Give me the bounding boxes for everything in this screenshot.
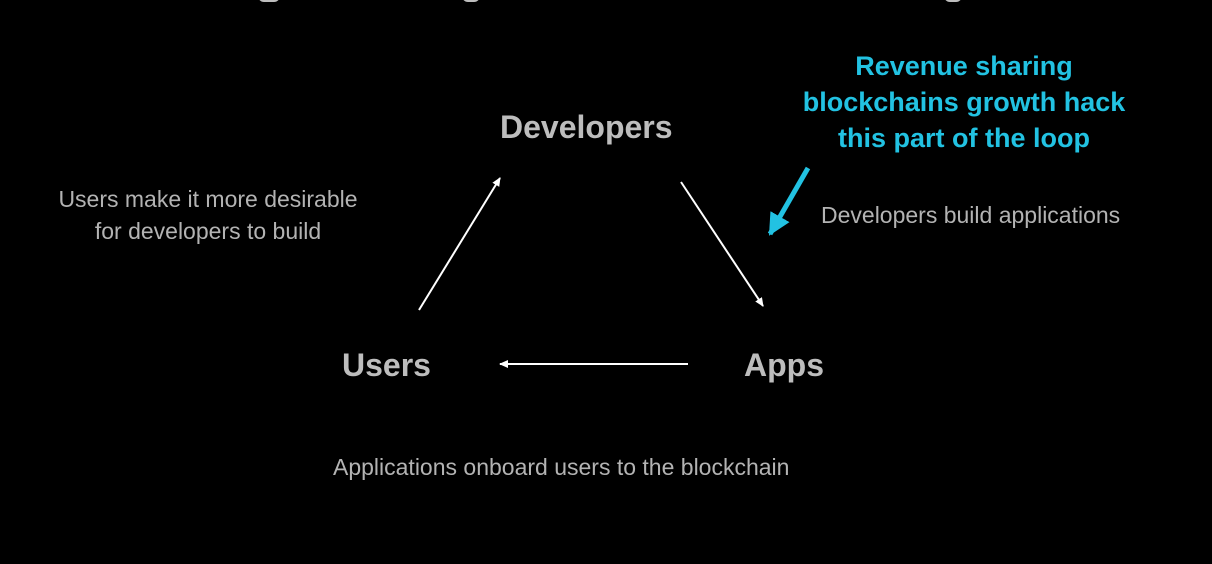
callout-line-3: this part of the loop: [838, 123, 1090, 153]
node-users: Users: [342, 347, 431, 383]
caption-apps-to-users: Applications onboard users to the blockc…: [333, 454, 790, 480]
caption-users-to-developers: Users make it more desirable for develop…: [40, 183, 376, 247]
caption-users-to-developers-line-2: for developers to build: [94, 218, 322, 245]
callout-pointer-arrow: [767, 166, 811, 236]
caption-users-to-developers-line-1: Users make it more desirable: [58, 186, 358, 212]
revenue-sharing-callout: Revenue sharing blockchains growth hack …: [784, 48, 1144, 156]
caption-developers-to-apps: Developers build applications: [821, 202, 1121, 228]
callout-line-1: Revenue sharing: [855, 51, 1073, 81]
node-developers: Developers: [500, 109, 673, 145]
callout-line-2: blockchains growth hack: [802, 87, 1126, 117]
arrow-users-to-developers: [418, 177, 501, 311]
node-apps: Apps: [744, 347, 824, 383]
arrow-developers-to-apps: [680, 181, 764, 307]
cropped-title-fragment: [0, 0, 1212, 8]
